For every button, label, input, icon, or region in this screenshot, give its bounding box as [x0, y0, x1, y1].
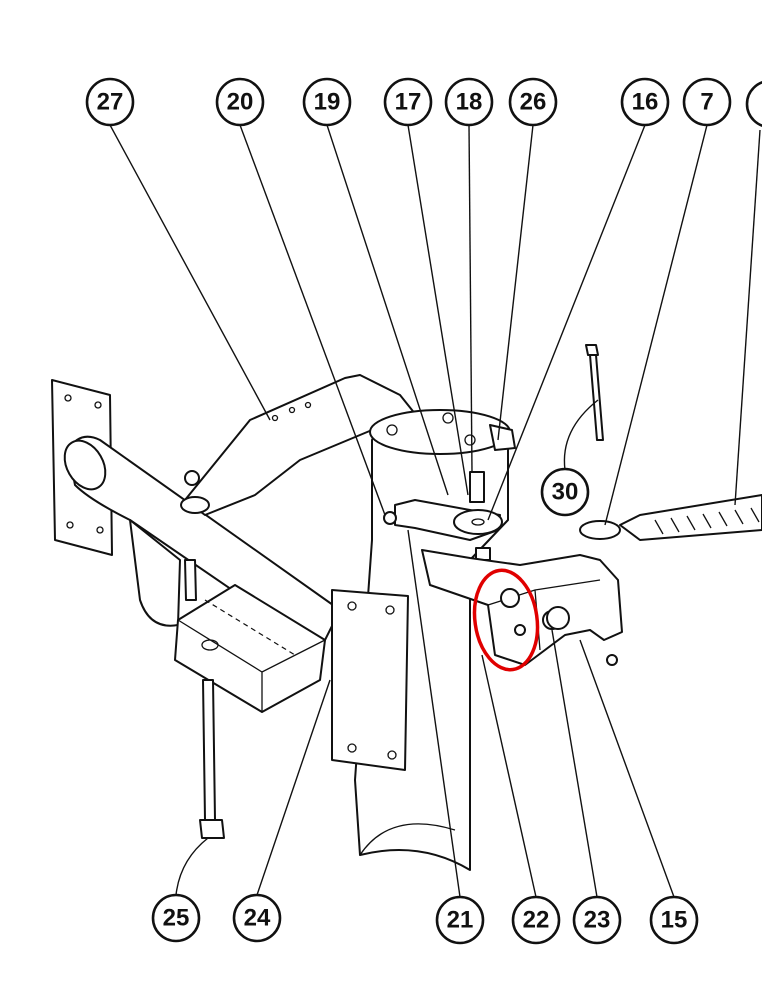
callout-label: 17 — [395, 89, 422, 116]
leader-lines — [109, 124, 761, 898]
callout-22: 22 — [511, 895, 561, 945]
vertical-bolt — [184, 559, 225, 839]
callout-26: 26 — [508, 77, 558, 127]
callout-16: 16 — [620, 77, 670, 127]
callout-label: 15 — [661, 907, 688, 934]
callout-label: 18 — [456, 89, 483, 116]
callout-15: 15 — [649, 895, 699, 945]
callout-label: 24 — [244, 905, 271, 932]
callout-30: 30 — [540, 467, 590, 517]
callout-label: 16 — [632, 89, 659, 116]
swivel-link — [383, 471, 503, 561]
callout-label: 22 — [523, 907, 550, 934]
bolt-30 — [585, 344, 604, 441]
callout-27: 27 — [85, 77, 135, 127]
callout-label: 25 — [163, 905, 190, 932]
callout-label: 19 — [314, 89, 341, 116]
callout-label: 21 — [447, 907, 474, 934]
callout-19: 19 — [302, 77, 352, 127]
callout-label: 26 — [520, 89, 547, 116]
pivot-bracket — [421, 549, 623, 666]
callout-24: 24 — [232, 893, 282, 943]
callout-label: 27 — [97, 89, 124, 116]
callout-label: 7 — [700, 89, 713, 116]
callout-18: 18 — [444, 77, 494, 127]
callout-label: 20 — [227, 89, 254, 116]
highlight-ellipse — [472, 568, 540, 672]
callout-7: 7 — [682, 77, 732, 127]
callout-label: 30 — [552, 479, 579, 506]
callout-25: 25 — [151, 893, 201, 943]
callout-cut-off: 1 — [745, 81, 762, 127]
callout-21: 21 — [435, 895, 485, 945]
arm-tube — [63, 435, 341, 651]
callout-23: 23 — [572, 895, 622, 945]
callout-17: 17 — [383, 77, 433, 127]
callout-20: 20 — [215, 77, 265, 127]
spring-rod — [579, 494, 762, 541]
callout-label: 23 — [584, 907, 611, 934]
center-plate — [331, 589, 409, 771]
